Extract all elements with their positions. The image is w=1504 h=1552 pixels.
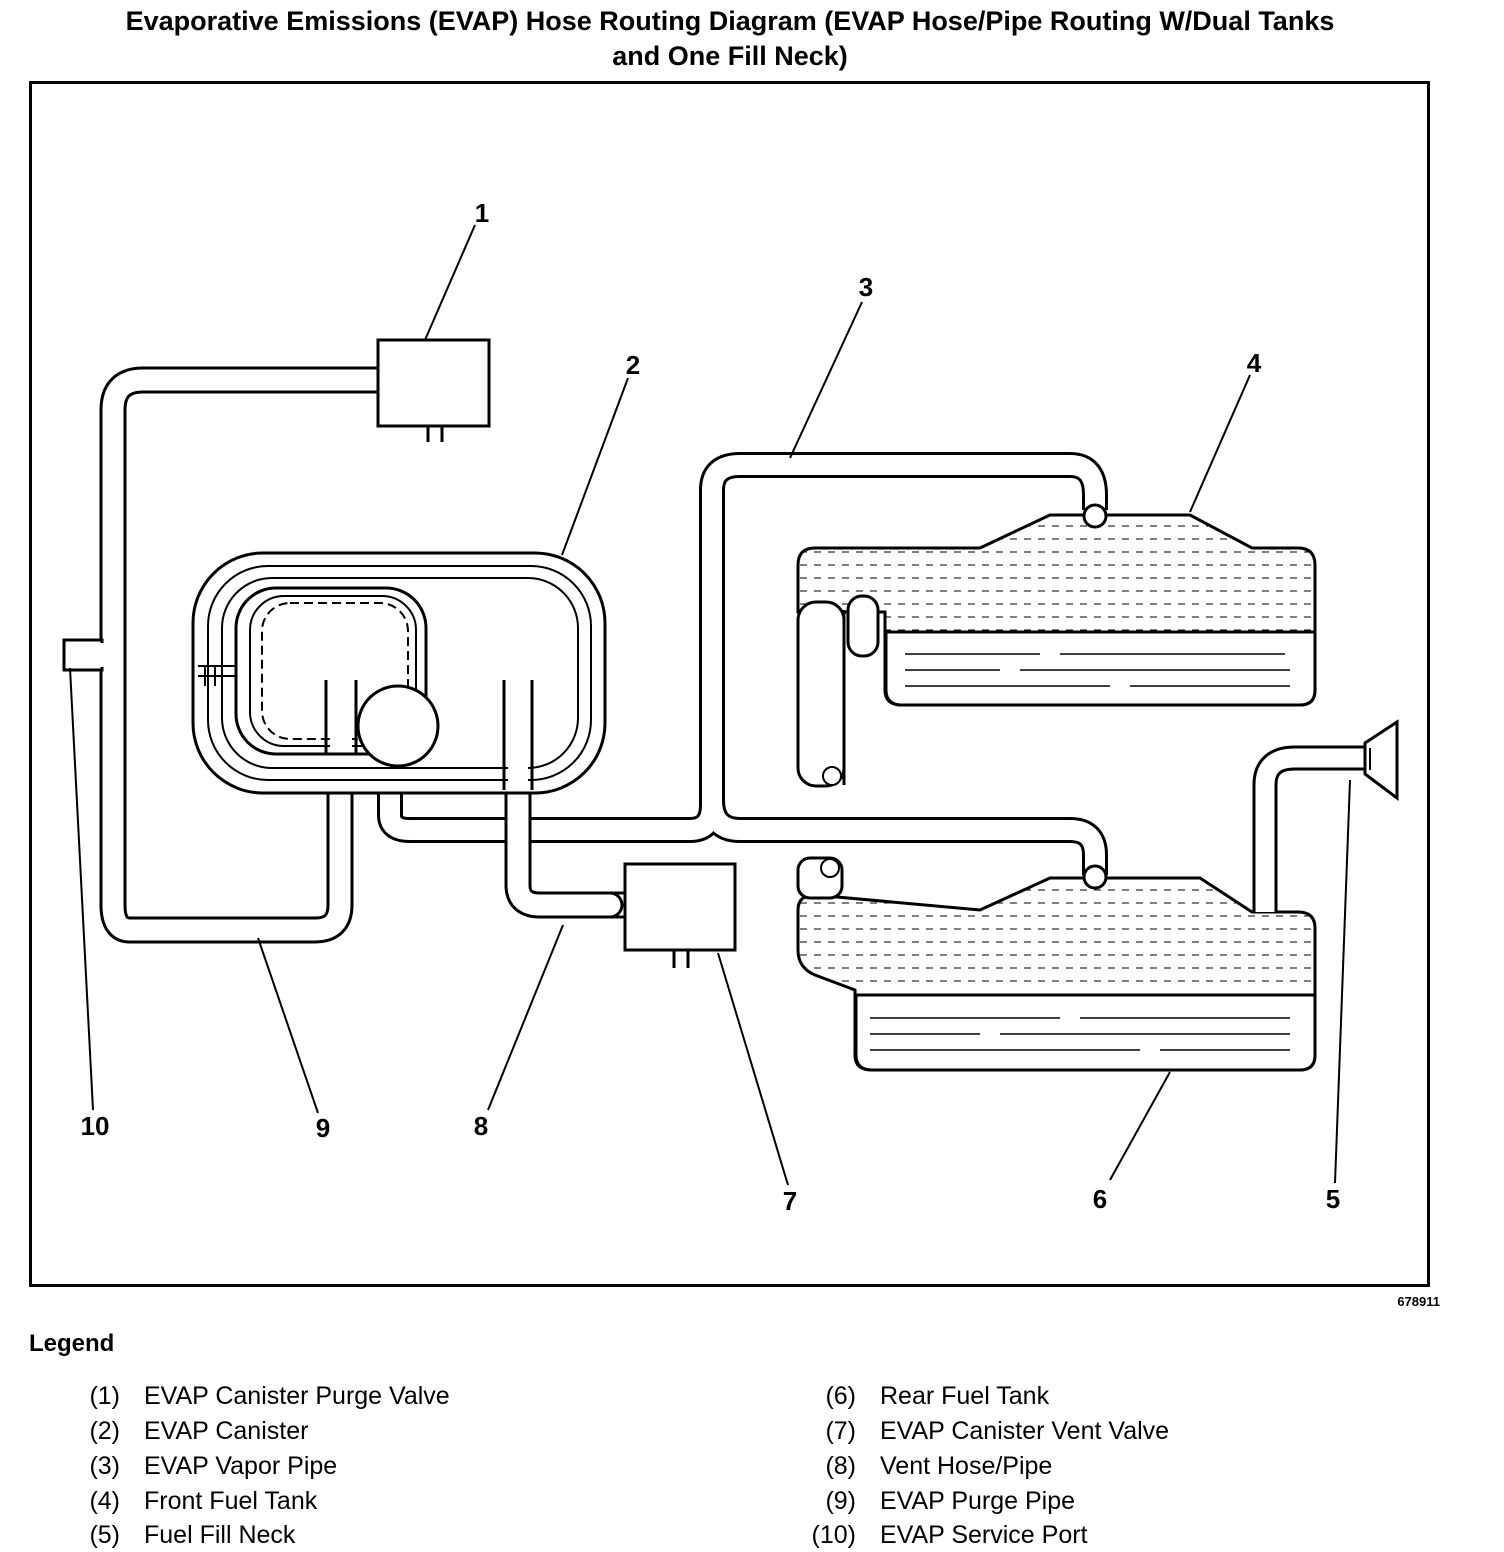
figure-id: 678911	[1397, 1294, 1440, 1309]
legend-label: EVAP Vapor Pipe	[144, 1452, 338, 1480]
front-fuel-tank	[796, 503, 1317, 788]
callout-8: 8	[474, 1111, 488, 1141]
callout-10: 10	[81, 1111, 110, 1141]
legend-label: EVAP Purge Pipe	[880, 1487, 1076, 1515]
legend-label: Rear Fuel Tank	[880, 1382, 1050, 1410]
diagram-frame	[29, 81, 1430, 1287]
evap-service-port	[62, 638, 116, 672]
legend-label: EVAP Canister	[144, 1417, 309, 1445]
title-line-2: and One Fill Neck)	[612, 41, 848, 71]
rear-fuel-tank	[796, 856, 1317, 1072]
legend-number: (2)	[89, 1417, 120, 1445]
legend-item-5: (5) Fuel Fill Neck	[64, 1519, 295, 1551]
callout-1: 1	[475, 198, 489, 228]
legend-item-1: (1) EVAP Canister Purge Valve	[64, 1380, 450, 1412]
legend-item-10: (10) EVAP Service Port	[800, 1519, 1088, 1551]
evap-routing-diagram: 1 2 3 4 5 6 7 8 9 10	[62, 198, 1399, 1216]
legend-label: Front Fuel Tank	[144, 1487, 318, 1515]
callout-2: 2	[626, 350, 640, 380]
legend-number: (3)	[89, 1452, 120, 1480]
legend-number: (1)	[89, 1382, 120, 1410]
legend-number: (6)	[825, 1382, 856, 1410]
legend-label: EVAP Canister Purge Valve	[144, 1382, 450, 1410]
legend-item-4: (4) Front Fuel Tank	[64, 1485, 317, 1517]
legend-item-8: (8) Vent Hose/Pipe	[800, 1450, 1052, 1482]
legend-item-9: (9) EVAP Purge Pipe	[800, 1485, 1075, 1517]
evap-canister-vent-valve	[605, 862, 737, 968]
fuel-fill-neck	[1252, 719, 1399, 912]
title-line-1: Evaporative Emissions (EVAP) Hose Routin…	[125, 6, 1335, 36]
legend-number: (8)	[825, 1452, 856, 1480]
legend-label: Fuel Fill Neck	[144, 1521, 296, 1549]
callout-4: 4	[1247, 348, 1262, 378]
legend-label: EVAP Canister Vent Valve	[880, 1417, 1170, 1445]
legend-number: (5)	[89, 1521, 120, 1549]
leader-lines	[69, 224, 1351, 1186]
legend-item-7: (7) EVAP Canister Vent Valve	[800, 1415, 1169, 1447]
evap-canister-purge-valve	[376, 338, 491, 442]
legend-label: EVAP Service Port	[880, 1521, 1088, 1549]
diagram-title: Evaporative Emissions (EVAP) Hose Routin…	[0, 4, 1460, 74]
callout-6: 6	[1093, 1184, 1107, 1214]
legend-item-6: (6) Rear Fuel Tank	[800, 1380, 1049, 1412]
legend-number: (9)	[825, 1487, 856, 1515]
evap-vapor-pipe	[377, 452, 1108, 875]
legend-number: (10)	[811, 1521, 856, 1549]
callout-3: 3	[859, 272, 873, 302]
callout-5: 5	[1326, 1184, 1340, 1214]
legend-label: Vent Hose/Pipe	[880, 1452, 1053, 1480]
legend-number: (4)	[89, 1487, 120, 1515]
callout-9: 9	[316, 1113, 330, 1143]
legend-number: (7)	[825, 1417, 856, 1445]
evap-canister	[191, 551, 607, 795]
legend-item-3: (3) EVAP Vapor Pipe	[64, 1450, 337, 1482]
legend-heading: Legend	[29, 1330, 115, 1357]
legend-item-2: (2) EVAP Canister	[64, 1415, 308, 1447]
callout-labels: 1 2 3 4 5 6 7 8 9 10	[81, 198, 1341, 1216]
callout-7: 7	[783, 1186, 797, 1216]
